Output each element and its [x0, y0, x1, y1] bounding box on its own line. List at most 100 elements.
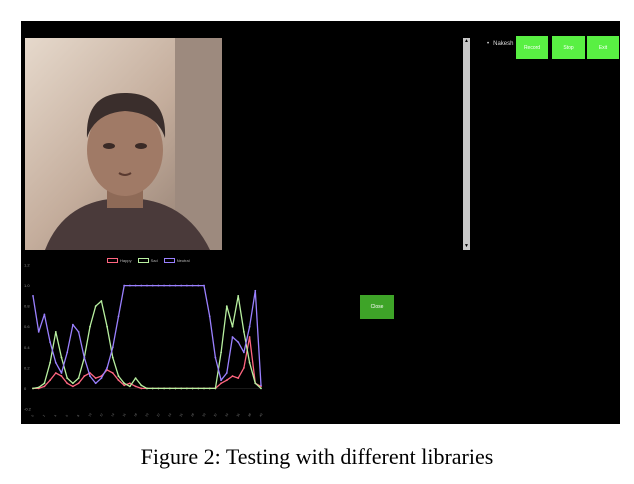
data-point [231, 375, 234, 377]
data-point [203, 387, 205, 390]
data-point [163, 387, 166, 390]
data-point [37, 386, 40, 389]
data-point [106, 366, 108, 369]
data-point [237, 294, 240, 297]
data-point [248, 336, 251, 338]
data-point [220, 382, 223, 385]
data-point [72, 323, 74, 326]
data-point [243, 330, 245, 333]
data-point [129, 385, 131, 388]
data-point [49, 341, 51, 344]
data-point [163, 284, 166, 287]
legend-item-neutral: Neutral [163, 257, 190, 263]
list-item[interactable]: • Nakesh [487, 41, 513, 47]
x-tick-label: 22 [156, 412, 161, 417]
x-tick-label: 18 [133, 412, 138, 417]
x-tick-label: 2 [42, 414, 46, 418]
data-point [94, 377, 97, 380]
x-tick-label: 16 [122, 412, 127, 417]
data-point [248, 361, 251, 364]
data-point [54, 361, 57, 364]
data-point [106, 325, 108, 328]
data-point [111, 356, 114, 359]
vertical-scrollbar[interactable]: ▲ ▼ [463, 38, 470, 250]
scroll-up-icon[interactable]: ▲ [464, 38, 469, 44]
data-point [214, 356, 217, 359]
data-point [168, 284, 171, 287]
data-point [89, 375, 91, 377]
data-point [94, 382, 97, 385]
data-point [180, 387, 183, 390]
data-point [186, 387, 188, 390]
legend-item-sad: Sad [137, 257, 158, 263]
data-point [49, 379, 51, 382]
data-point [203, 284, 205, 287]
y-tick-label: 0.6 [24, 324, 30, 329]
x-tick-label: 38 [247, 412, 252, 417]
data-point [32, 294, 34, 297]
data-point [254, 382, 257, 385]
data-point [83, 356, 86, 359]
data-point [260, 384, 262, 387]
data-point [117, 379, 120, 382]
x-tick-label: 12 [99, 412, 104, 417]
y-tick-label: 1.0 [24, 283, 30, 288]
x-tick-label: 26 [179, 412, 184, 417]
data-point [49, 361, 51, 364]
data-point [186, 284, 188, 287]
data-point [66, 351, 69, 354]
data-point [197, 387, 200, 390]
data-point [225, 379, 228, 382]
data-point [134, 385, 137, 388]
x-tick-label: 24 [167, 412, 172, 417]
data-point [60, 372, 63, 374]
x-tick-label: 36 [236, 412, 241, 417]
x-tick-label: 4 [53, 414, 57, 418]
exit-button[interactable]: Exit [587, 36, 619, 59]
bullet-icon: • [487, 41, 490, 47]
close-button[interactable]: Close [360, 295, 394, 319]
list-item-label: Nakesh [493, 41, 514, 47]
data-point [66, 377, 69, 380]
legend-label: Sad [150, 257, 158, 263]
data-point [243, 351, 245, 354]
data-point [191, 284, 194, 287]
stop-button[interactable]: Stop [552, 36, 585, 59]
x-tick-label: 0 [30, 414, 34, 418]
data-point [197, 284, 200, 287]
data-point [151, 387, 154, 390]
x-tick-label: 40 [258, 412, 263, 417]
data-point [43, 385, 46, 388]
data-point [123, 382, 126, 385]
data-point [157, 387, 160, 390]
x-tick-label: 34 [224, 412, 229, 417]
data-point [100, 377, 103, 380]
x-tick-label: 20 [144, 412, 149, 417]
series-line-neutral [32, 284, 262, 386]
data-point [174, 387, 177, 390]
legend-swatch [137, 257, 149, 263]
y-tick-label: -0.2 [24, 407, 32, 412]
data-point [191, 387, 194, 390]
data-point [129, 382, 131, 385]
data-point [140, 284, 143, 287]
data-point [43, 313, 46, 316]
x-tick-label: 28 [190, 412, 195, 417]
data-point [208, 387, 211, 390]
record-button[interactable]: Record [516, 36, 548, 59]
data-point [37, 330, 40, 333]
x-tick-label: 14 [110, 412, 115, 417]
data-point [72, 382, 74, 385]
data-point [54, 372, 57, 374]
data-point [134, 377, 137, 380]
data-point [134, 284, 137, 287]
data-point [140, 387, 143, 390]
data-point [89, 325, 91, 328]
x-tick-label: 10 [87, 412, 92, 417]
y-tick-label: 0.2 [24, 365, 30, 370]
data-point [83, 375, 86, 377]
data-point [231, 336, 234, 338]
scroll-down-icon[interactable]: ▼ [464, 243, 469, 249]
